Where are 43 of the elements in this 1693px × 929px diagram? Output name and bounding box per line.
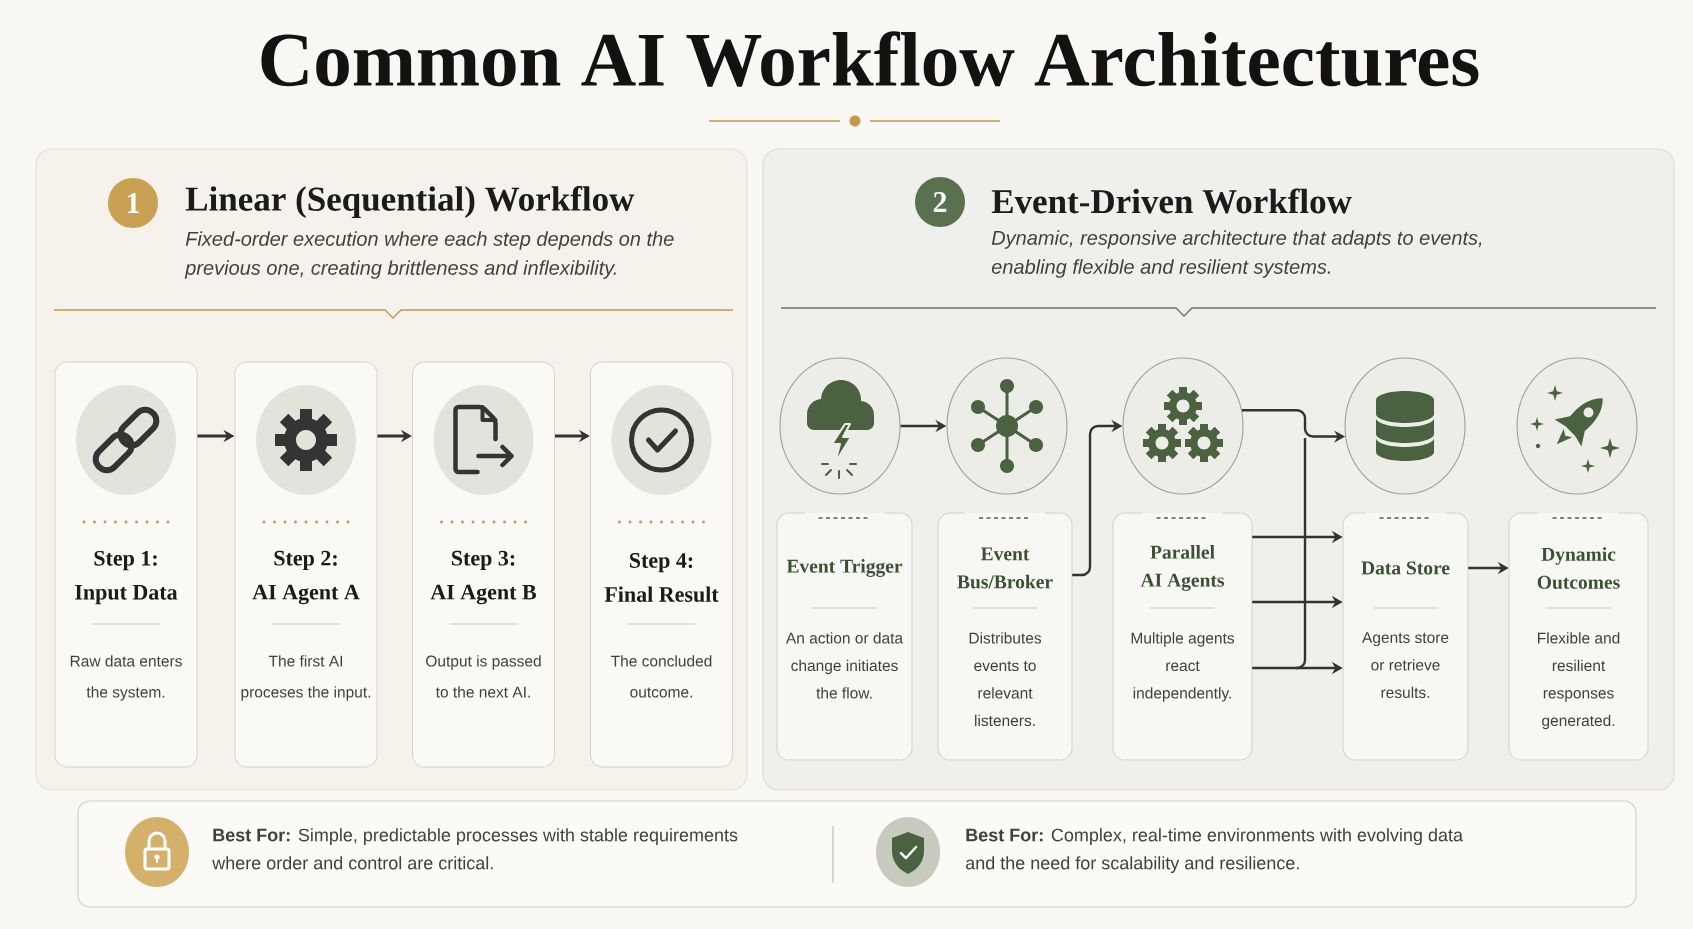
card-description: Flexible and resilient responses generated. xyxy=(1538,632,1620,730)
event-card xyxy=(776,512,913,761)
step-description: Output is passed to the next AI. xyxy=(426,655,541,698)
note-text: Best For: Simple, predictable processes with stable requirements where order and control are critical. xyxy=(212,828,738,870)
panel-heading: Linear (Sequential) Workflow xyxy=(185,185,635,219)
icon-circle xyxy=(1516,357,1638,495)
note-text: Best For: Complex, real-time environments with evolving data and the need for scalability and resilience. xyxy=(966,828,1463,873)
event-card xyxy=(1112,512,1253,761)
number-badge: 2 xyxy=(915,177,965,227)
card-title: Dynamic Outcomes xyxy=(1537,547,1620,589)
event-card xyxy=(1508,512,1649,761)
panel-subtitle: Dynamic, responsive architecture that adapts to events, enabling flexible and resilient systems. xyxy=(991,230,1482,278)
step-card xyxy=(54,361,198,768)
icon-circle xyxy=(1344,357,1466,495)
icon-circle xyxy=(946,357,1068,495)
card-description: Distributes events to relevant listeners. xyxy=(969,632,1042,727)
card-title: Event Trigger xyxy=(786,559,903,577)
step-card xyxy=(412,361,555,768)
step-description: The concluded outcome. xyxy=(611,655,712,698)
card-description: An action or data change initiates the flow. xyxy=(785,632,904,699)
title: Common AI Workflow Architectures xyxy=(261,31,1479,87)
card-title: Event Bus/Broker xyxy=(957,547,1053,589)
card-description: Agents store or retrieve results. xyxy=(1362,632,1449,699)
icon-circle xyxy=(779,357,901,495)
card-description: Multiple agents react independently. xyxy=(1131,632,1235,702)
connector-line xyxy=(1295,438,1307,670)
event-card xyxy=(937,512,1073,761)
info-bar xyxy=(77,800,1637,908)
step-title: Step 3: AI Agent B xyxy=(430,550,537,605)
step-title: Step 4: Final Result xyxy=(604,553,719,602)
step-title: Step 1: Input Data xyxy=(75,550,178,605)
step-description: The first AI proceses the input. xyxy=(241,655,371,701)
panel-heading: Event-Driven Workflow xyxy=(991,188,1352,214)
number-badge: 1 xyxy=(108,178,158,228)
panel-subtitle: Fixed-order execution where each step depends on the previous one, creating brittleness and inflexibility. xyxy=(184,231,674,279)
step-description: Raw data enters the system. xyxy=(70,655,182,701)
step-card xyxy=(234,361,378,768)
card-title: Data Store xyxy=(1361,561,1450,575)
icon-circle xyxy=(1122,357,1244,495)
step-card xyxy=(590,361,733,768)
card-title: Parallel AI Agents xyxy=(1140,545,1224,591)
event-card xyxy=(1342,512,1469,761)
step-title: Step 2: AI Agent A xyxy=(252,550,360,605)
